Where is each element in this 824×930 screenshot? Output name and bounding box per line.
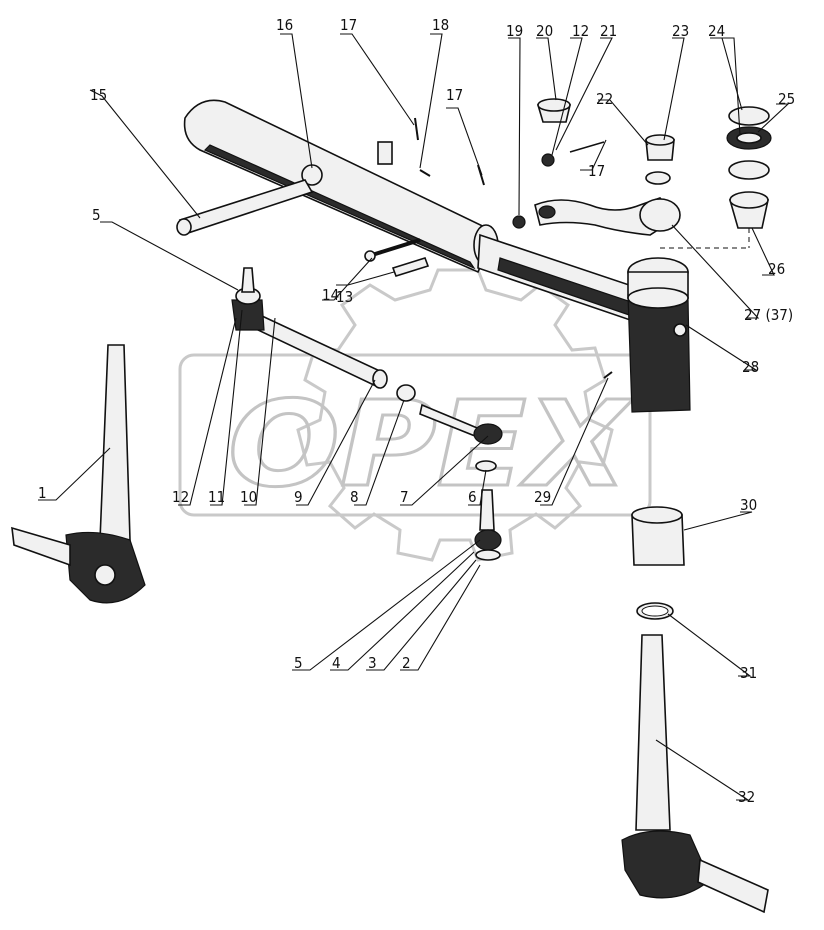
o-ring-31 [636, 602, 674, 620]
callout-28: 28 [742, 358, 759, 376]
callout-26: 26 [768, 260, 785, 278]
callout-7: 7 [400, 488, 409, 506]
callout-25: 25 [778, 90, 795, 108]
callout-12-upper: 12 [572, 22, 589, 40]
tie-rod-assembly [231, 267, 388, 389]
callout-18: 18 [432, 16, 449, 34]
callout-1: 1 [38, 484, 47, 502]
callout-3: 3 [368, 654, 377, 672]
callout-9: 9 [294, 488, 303, 506]
callout-16: 16 [276, 16, 293, 34]
washer-6 [475, 460, 497, 472]
leader-lines [38, 33, 790, 801]
watermark-frame [178, 353, 652, 517]
cotter-pins [414, 117, 605, 186]
callout-5-upper: 5 [92, 206, 101, 224]
stub-axle-left [11, 344, 146, 604]
washer-22 [645, 171, 671, 185]
pivot-pin [176, 179, 314, 236]
callout-4: 4 [332, 654, 341, 672]
steering-arm [534, 197, 681, 236]
cotter-pin-29 [603, 371, 613, 379]
axle-beam-tube [183, 99, 499, 274]
callout-12-lower: 12 [172, 488, 189, 506]
pivot-housing [627, 257, 691, 413]
callout-11: 11 [208, 488, 225, 506]
stub-axle-right [621, 634, 769, 914]
bolt-14 [364, 238, 421, 262]
watermark-gear [296, 268, 614, 562]
ball-joint-lower [474, 489, 502, 561]
callout-24: 24 [708, 22, 725, 40]
callout-15: 15 [90, 86, 107, 104]
bush-19 [512, 215, 526, 229]
callout-5-lower: 5 [294, 654, 303, 672]
callout-32: 32 [738, 788, 755, 806]
callout-17-middle: 17 [446, 86, 463, 104]
callout-22: 22 [596, 90, 613, 108]
cap-30 [631, 506, 685, 566]
callout-20: 20 [536, 22, 553, 40]
callout-2: 2 [402, 654, 411, 672]
washer-21 [541, 153, 555, 167]
callout-labels: 1 2 3 4 5 5 6 7 8 9 10 11 12 12 13 14 15… [38, 16, 795, 806]
nut-8 [396, 384, 416, 402]
watermark-text: OPEX [228, 375, 634, 513]
callout-14: 14 [322, 286, 339, 304]
callout-10: 10 [240, 488, 257, 506]
seal-bearing-stack [726, 106, 772, 180]
callout-8: 8 [350, 488, 359, 506]
callout-21: 21 [600, 22, 617, 40]
callout-17-right: 17 [588, 162, 605, 180]
callout-31: 31 [740, 664, 757, 682]
nut-23 [645, 134, 675, 161]
callout-6: 6 [468, 488, 477, 506]
callout-27: 27 (37) [744, 306, 793, 324]
watermark: OPEX [178, 268, 652, 562]
callout-13: 13 [336, 288, 353, 306]
callout-17-top: 17 [340, 16, 357, 34]
callout-23: 23 [672, 22, 689, 40]
callout-29: 29 [534, 488, 551, 506]
bolt-13 [391, 257, 430, 277]
callout-30: 30 [740, 496, 757, 514]
bush-26 [728, 191, 769, 229]
ball-stud [419, 403, 503, 445]
callout-19: 19 [506, 22, 523, 40]
